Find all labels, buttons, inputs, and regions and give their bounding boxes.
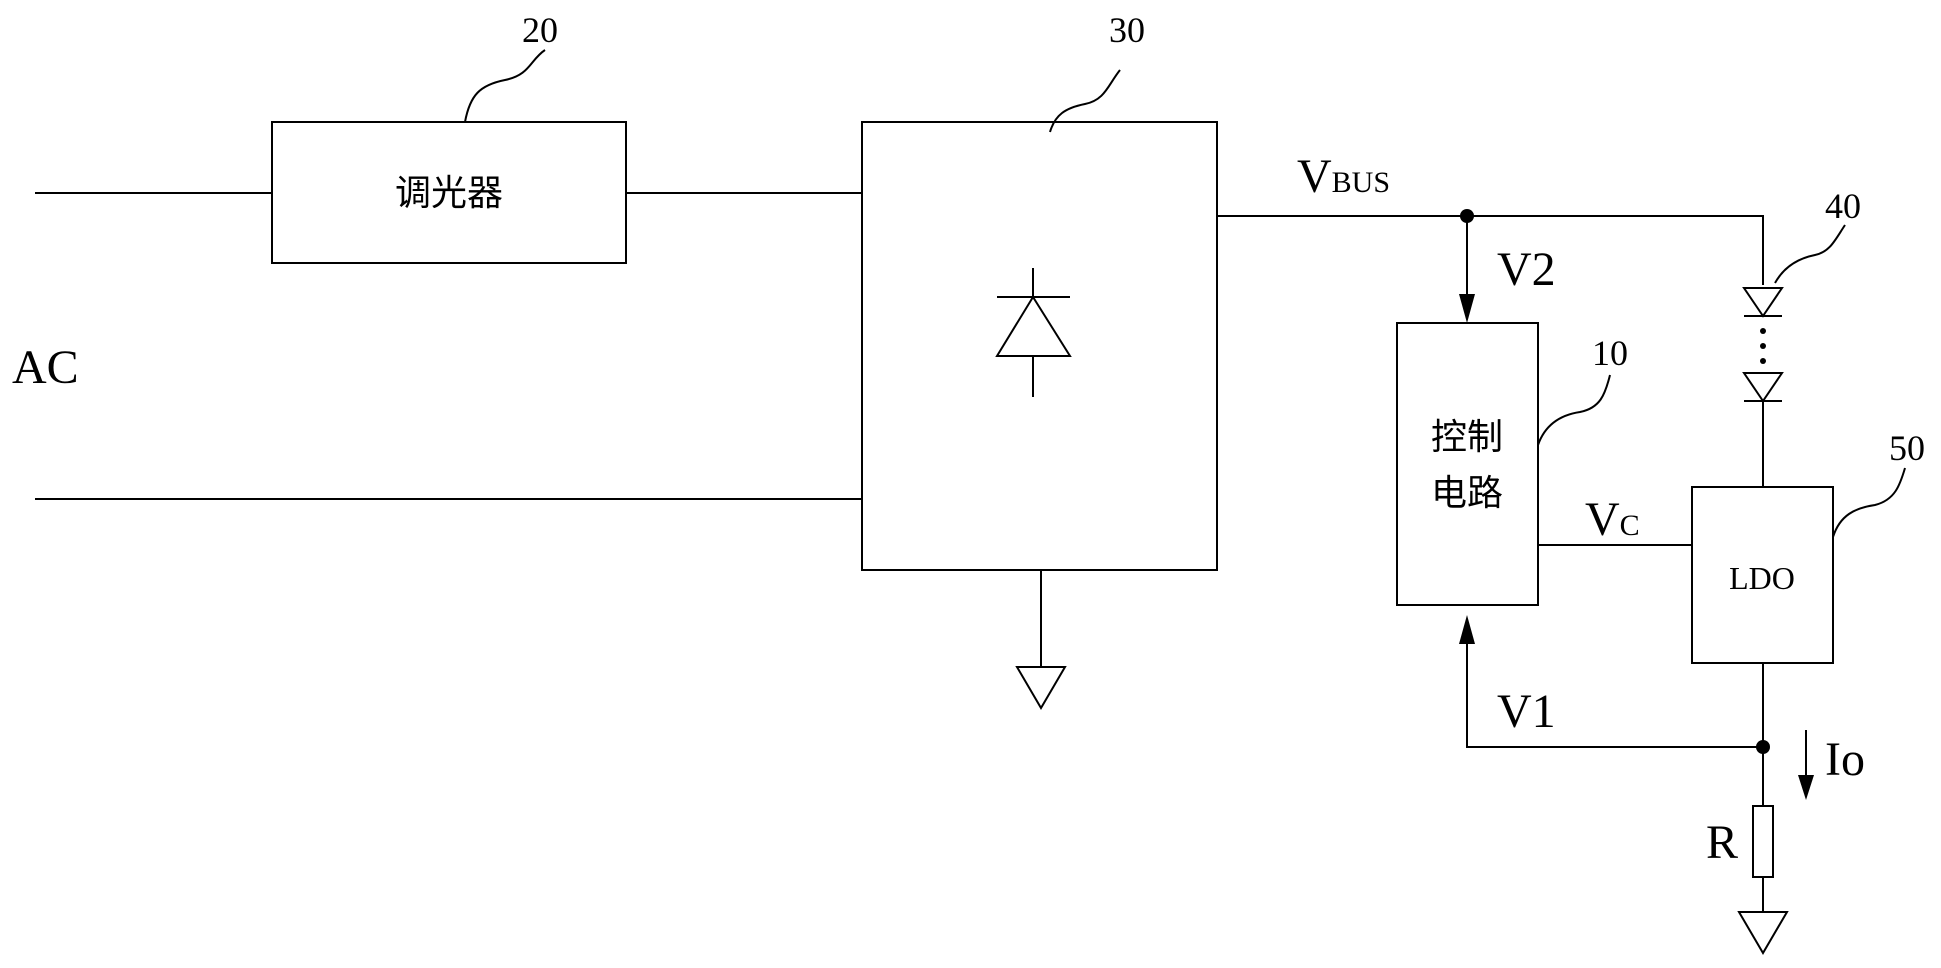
- io-label: Io: [1825, 733, 1865, 786]
- ground-icon: [1737, 911, 1789, 955]
- v2-arrow-icon: [1459, 294, 1475, 323]
- ref-leader-20: [464, 49, 546, 123]
- ref-leader-10: [1537, 374, 1611, 446]
- v2-label: V2: [1497, 243, 1556, 296]
- vc-label: VC: [1585, 493, 1640, 546]
- ref-label-40: 40: [1825, 186, 1861, 226]
- dimmer-block: [271, 121, 627, 264]
- ellipsis-dot: [1760, 358, 1766, 364]
- ref-label-30: 30: [1109, 10, 1145, 50]
- ref-leader-40: [1774, 224, 1846, 284]
- ref-label-50: 50: [1889, 428, 1925, 468]
- resistor-icon: [1752, 805, 1774, 878]
- ref-label-20: 20: [522, 10, 558, 50]
- ref-leader-30: [1049, 69, 1121, 133]
- ac-label: AC: [12, 341, 79, 394]
- control-circuit-label-line2: 电路: [1431, 473, 1503, 514]
- io-arrow-icon: [1798, 775, 1814, 800]
- led-icon: [1742, 287, 1784, 318]
- ellipsis-dot: [1760, 343, 1766, 349]
- control-circuit-block: [1396, 322, 1539, 606]
- ldo-block: [1691, 486, 1834, 664]
- resistor-label: R: [1706, 816, 1738, 869]
- ref-label-10: 10: [1592, 333, 1628, 373]
- diode-icon: [995, 268, 1072, 397]
- v1-feedback-wire: [1466, 644, 1763, 748]
- dimmer-label: 调光器: [395, 173, 503, 214]
- ground-icon: [1015, 666, 1067, 710]
- v1-label: V1: [1497, 685, 1556, 738]
- v1-arrow-icon: [1459, 615, 1475, 644]
- ref-leader-50: [1832, 467, 1906, 538]
- vbus-label: VBUS: [1297, 150, 1390, 203]
- control-circuit-label-line1: 控制: [1431, 417, 1503, 458]
- ldo-label: LDO: [1729, 560, 1795, 596]
- vbus-wire: [1217, 215, 1764, 285]
- led-icon: [1742, 372, 1784, 403]
- ellipsis-dot: [1760, 328, 1766, 334]
